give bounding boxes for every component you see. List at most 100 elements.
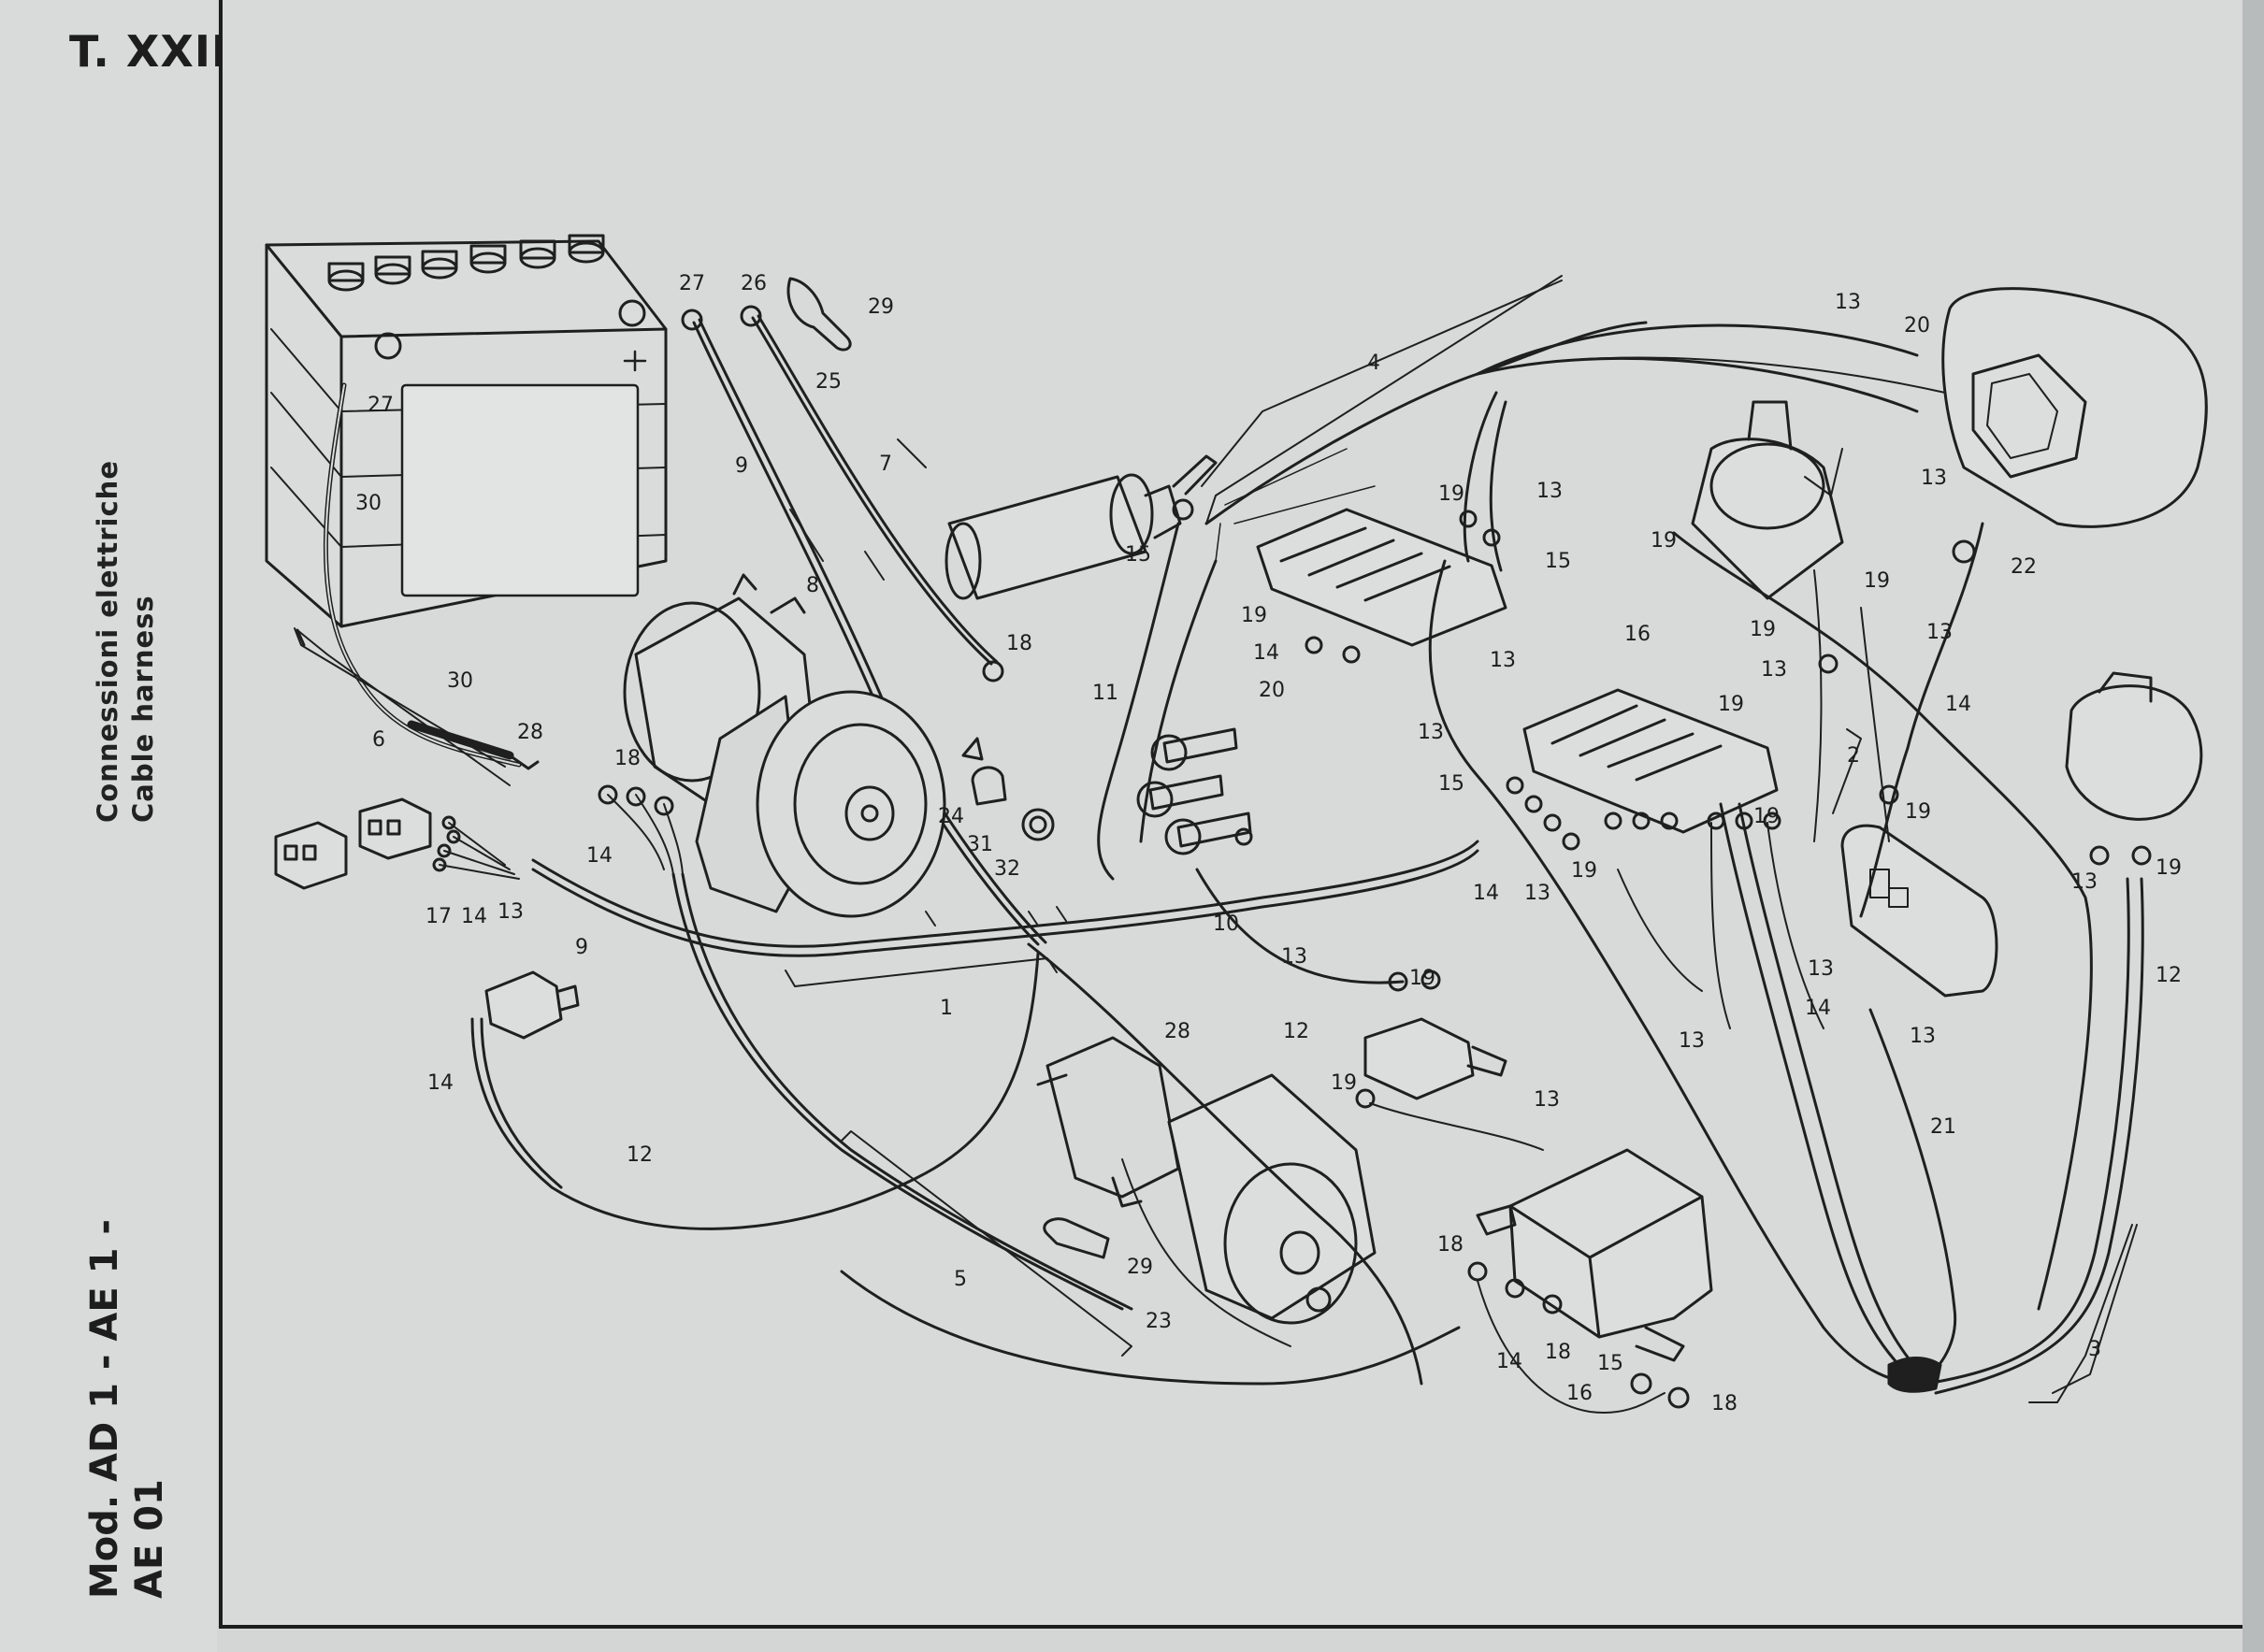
callout-6: 6 [372,728,385,752]
dynamo [623,573,946,918]
bracket-4 [1205,275,1563,524]
callout-28: 28 [517,721,543,744]
callout-13: 13 [1679,1029,1705,1053]
callout-27: 27 [679,272,705,295]
callout-32: 32 [994,857,1020,881]
callout-12: 12 [627,1143,653,1167]
callout-4: 4 [1367,352,1380,375]
callout-26: 26 [741,272,767,295]
ignition-coil [945,454,1218,600]
callout-8: 8 [806,574,819,597]
callout-19: 19 [2156,856,2182,880]
callout-23: 23 [1146,1310,1172,1333]
callout-15: 15 [1438,772,1464,796]
harness-junction [1887,1357,1942,1393]
callout-19: 19 [1438,482,1464,506]
callout-19: 19 [1750,618,1776,641]
callout-13: 13 [1808,957,1834,981]
callout-10: 10 [1213,912,1239,936]
cable-terminal-29 [786,277,852,352]
callout-13: 13 [1281,945,1307,969]
callout-14: 14 [1945,693,1971,716]
voltage-regulator [1476,1148,1713,1362]
callout-19: 19 [1753,805,1780,828]
page-margin [0,0,217,1652]
callout-14: 14 [1496,1350,1522,1373]
callout-14: 14 [586,844,613,868]
callout-27: 27 [368,394,394,417]
callout-14: 14 [1253,641,1279,665]
callout-13: 13 [1910,1025,1936,1048]
callout-21: 21 [1930,1115,1956,1139]
callout-19: 19 [1651,529,1677,553]
callout-5: 5 [954,1268,967,1291]
callout-18: 18 [614,747,641,770]
callout-13: 13 [1536,480,1563,503]
callout-14: 14 [1805,997,1831,1020]
battery-positive-terminal [618,299,646,327]
callout-28: 28 [1164,1020,1190,1043]
callout-13: 13 [1490,649,1516,672]
callout-16: 16 [1566,1382,1593,1405]
callout-13: 13 [1524,882,1550,905]
page-edge [2242,0,2264,1652]
callout-2: 2 [1847,744,1860,768]
callout-15: 15 [1125,543,1151,567]
fuse-box-upper [1256,508,1507,647]
ignition-switch [1691,400,1844,600]
callout-12: 12 [1283,1020,1309,1043]
callout-19: 19 [1905,800,1931,824]
callout-14: 14 [427,1071,454,1095]
callout-9: 9 [735,454,748,478]
callout-11: 11 [1092,682,1118,705]
callout-14: 14 [1473,882,1499,905]
callout-25: 25 [815,370,842,394]
horn [2065,671,2203,821]
callout-20: 20 [1259,679,1285,702]
callout-24: 24 [938,805,964,828]
callout-18: 18 [1006,632,1032,655]
callout-9: 9 [575,936,588,959]
callout-13: 13 [1921,467,1947,490]
oil-pressure-switch [484,970,580,1040]
callout-15: 15 [1545,550,1571,573]
callout-22: 22 [2011,555,2037,579]
callout-30: 30 [355,492,382,515]
multi-pin-connector [274,797,432,890]
bracket-1 [785,957,1058,987]
callout-1: 1 [940,997,953,1020]
callout-18: 18 [1545,1341,1571,1364]
bracket-3 [2052,1224,2138,1394]
callout-7: 7 [879,453,892,476]
callout-17: 17 [425,905,452,928]
callout-19: 19 [1718,693,1744,716]
callout-13: 13 [2071,870,2098,894]
bracket-6 [294,627,506,768]
bracket-5 [841,1130,1132,1357]
callout-13: 13 [1926,621,1953,644]
callout-29: 29 [1127,1256,1153,1279]
callout-19: 19 [1409,967,1435,990]
callout-13: 13 [498,900,524,924]
callout-19: 19 [1331,1071,1357,1095]
callout-15: 15 [1597,1352,1623,1375]
callout-14: 14 [461,905,487,928]
callout-16: 16 [1624,623,1651,646]
callout-3: 3 [2088,1338,2101,1361]
instrument-panel [1840,824,1998,998]
callout-13: 13 [1835,291,1861,314]
callout-18: 18 [1437,1233,1464,1257]
fuse-box-lower [1522,688,1779,834]
battery-negative-terminal [374,332,402,360]
callout-19: 19 [1571,859,1597,883]
battery-cell-caps [327,234,605,292]
callout-13: 13 [1761,658,1787,682]
plus-icon [623,350,647,372]
battery [265,234,668,628]
starter-motor [1036,1036,1377,1325]
callout-29: 29 [868,295,894,319]
callout-18: 18 [1711,1392,1738,1415]
flasher-relay [1363,1017,1507,1100]
